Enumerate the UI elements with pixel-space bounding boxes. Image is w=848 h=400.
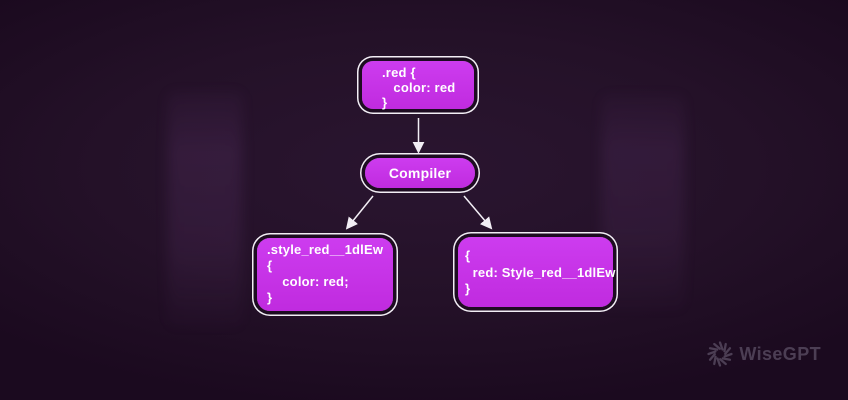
class-mapping-node: { red: Style_red__1dlEw } xyxy=(458,237,616,307)
arrow-compiler-to-css xyxy=(345,195,374,230)
code-line: red: Style_red__1dlEw xyxy=(465,264,616,280)
code-line: color: red; xyxy=(267,274,349,289)
background-pillar-left xyxy=(168,92,242,327)
code-line: { xyxy=(465,248,471,263)
wisegpt-watermark: WiseGPT xyxy=(707,341,821,367)
code-line: } xyxy=(382,95,388,110)
code-line: .red { xyxy=(382,65,416,80)
swirl-aperture-icon xyxy=(707,341,733,367)
code-line: .style_red__1dlEw xyxy=(267,242,384,257)
code-line: color: red xyxy=(382,80,456,95)
logo-text: WiseGPT xyxy=(739,343,821,364)
compiler-label: Compiler xyxy=(388,165,452,181)
compiler-node: Compiler xyxy=(365,158,475,188)
code-line: } xyxy=(465,281,471,296)
code-line: } xyxy=(267,290,273,305)
source-css-node: .red { color: red } xyxy=(362,61,474,110)
arrow-compiler-to-mapping xyxy=(463,195,493,230)
code-line: { xyxy=(267,258,273,273)
compiled-css-node: .style_red__1dlEw { color: red; } xyxy=(257,238,393,311)
